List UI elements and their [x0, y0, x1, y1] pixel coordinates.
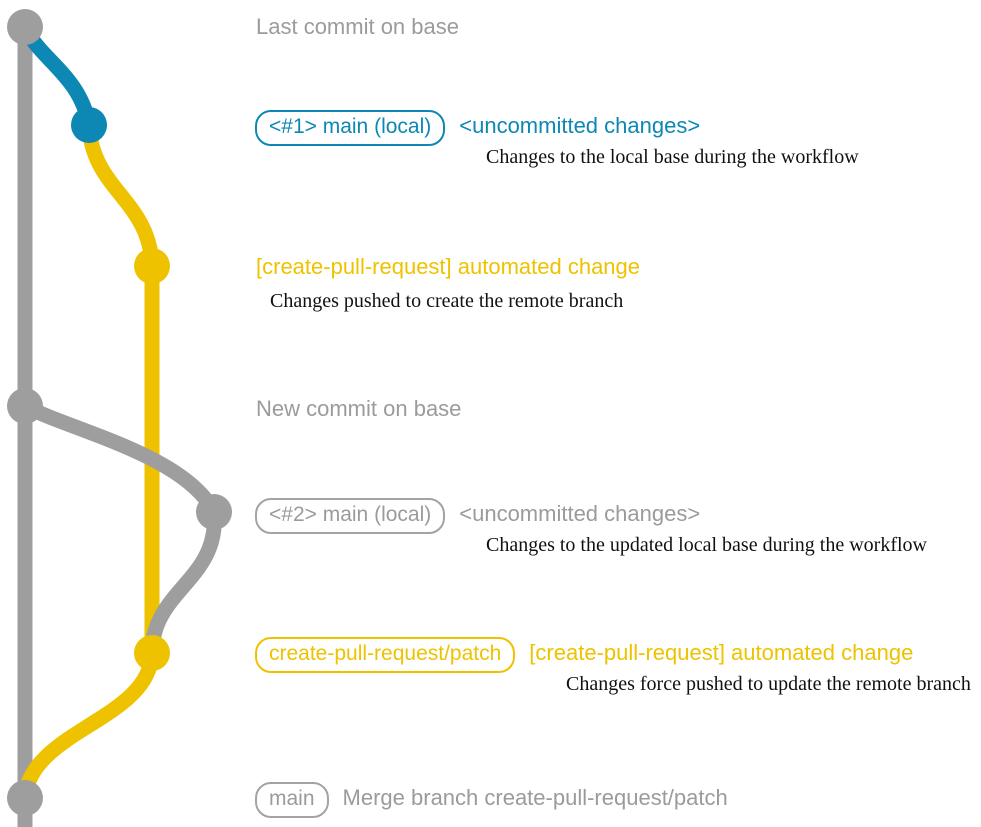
branch-badge-main[interactable]: main — [255, 782, 329, 819]
label-last-commit-on-base: Last commit on base — [256, 14, 459, 39]
commit-note-local-1: Changes to the local base during the wor… — [486, 146, 859, 168]
edge-remote2-to-merge — [17, 645, 160, 806]
branch-badge-local-2[interactable]: <#2> main (local) — [255, 498, 446, 535]
branch-badge-remote-patch[interactable]: create-pull-request/patch — [255, 637, 516, 674]
commit-subject-remote-2: [create-pull-request] automated change — [529, 640, 914, 665]
commit-note-remote-2: Changes force pushed to update the remot… — [566, 673, 971, 695]
node-local-1[interactable] — [71, 107, 107, 143]
row-local-1: <#1> main (local) <uncommitted changes> — [255, 110, 701, 147]
commit-subject-local-2: <uncommitted changes> — [459, 501, 701, 526]
commit-note-local-2: Changes to the updated local base during… — [486, 534, 927, 556]
node-base-top[interactable] — [7, 9, 43, 45]
node-remote-2[interactable] — [134, 635, 170, 671]
edge-local1-to-remote1 — [81, 117, 160, 274]
commit-subject-local-1: <uncommitted changes> — [459, 113, 701, 138]
commit-note-remote-1: Changes pushed to create the remote bran… — [270, 290, 624, 312]
node-local-2[interactable] — [196, 494, 232, 530]
row-merge: main Merge branch create-pull-request/pa… — [255, 782, 728, 819]
edge-local2-to-remote2 — [144, 504, 222, 661]
node-base-new[interactable] — [7, 388, 43, 424]
branch-badge-local-1[interactable]: <#1> main (local) — [255, 110, 446, 147]
row-remote-2: create-pull-request/patch [create-pull-r… — [255, 637, 914, 674]
node-remote-1[interactable] — [134, 248, 170, 284]
row-local-2: <#2> main (local) <uncommitted changes> — [255, 498, 701, 535]
edge-basenew-to-local2 — [17, 398, 222, 520]
label-new-commit-on-base: New commit on base — [256, 396, 462, 421]
node-merge[interactable] — [7, 780, 43, 816]
commit-subject-merge: Merge branch create-pull-request/patch — [342, 785, 728, 810]
commit-subject-remote-1: [create-pull-request] automated change — [256, 254, 641, 279]
